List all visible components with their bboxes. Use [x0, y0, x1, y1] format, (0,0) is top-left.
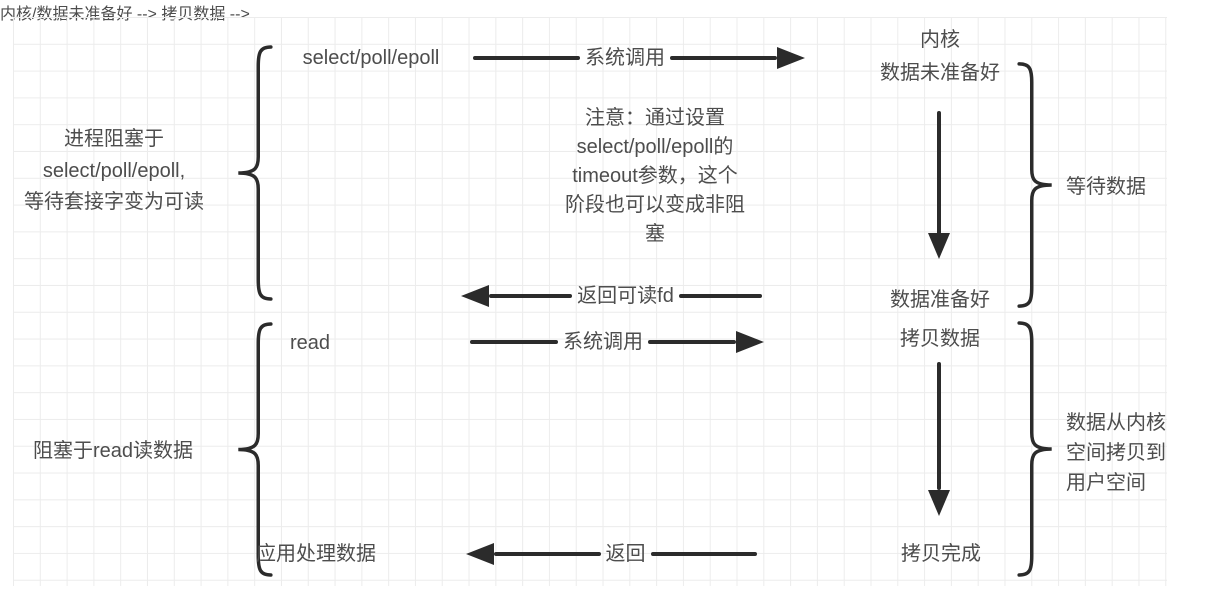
arrow-syscall-top: 系统调用: [473, 47, 805, 69]
node-kernel-line1: 内核: [920, 29, 960, 51]
arrowhead-down-icon: [928, 233, 950, 259]
label-select-poll-epoll: select/poll/epoll: [302, 47, 440, 69]
label-copy-line2: 空间拷贝到: [1066, 442, 1166, 464]
brace-left-top: [232, 44, 274, 302]
label-copy-line1: 数据从内核: [1066, 412, 1166, 434]
arrow-line: [473, 56, 580, 60]
node-copy-done: 拷贝完成: [901, 543, 981, 565]
brace-left-bottom: [232, 321, 274, 578]
arrow-label-return-fd: 返回可读fd: [577, 285, 674, 307]
arrowhead-right-icon: [777, 47, 805, 69]
arrowhead-left-icon: [466, 543, 494, 565]
label-wait-data: 等待数据: [1066, 176, 1146, 198]
label-process-blocked: 进程阻塞于 select/poll/epoll, 等待套接字变为可读: [8, 124, 220, 219]
arrow-line: [678, 294, 762, 298]
arrow-line: [494, 552, 601, 556]
label-blocked-on-read: 阻塞于read读数据: [32, 440, 194, 462]
note-line2: select/poll/epoll的: [576, 136, 734, 158]
arrow-line: [648, 340, 736, 344]
note-line4: 阶段也可以变成非阻: [565, 194, 745, 216]
label-process-blocked-line2: select/poll/epoll,: [42, 159, 186, 182]
arrow-return-fd: 返回可读fd: [461, 285, 762, 307]
label-process-blocked-line3: 等待套接字变为可读: [24, 191, 204, 213]
note-line3: timeout参数，这个: [572, 165, 738, 187]
brace-right-top: [1016, 61, 1058, 309]
arrow-label-syscall-top: 系统调用: [585, 47, 665, 69]
node-data-ready: 数据准备好: [890, 289, 990, 311]
arrow-label-syscall-bottom: 系统调用: [563, 331, 643, 353]
label-copy-kernel-to-user: 数据从内核 空间拷贝到 用户空间: [1066, 408, 1206, 498]
node-app-process: 应用处理数据: [256, 543, 376, 565]
arrow-line: [650, 552, 757, 556]
node-copy-data: 拷贝数据: [900, 328, 980, 350]
label-read: read: [289, 332, 331, 354]
arrow-label-return: 返回: [605, 543, 646, 565]
arrow-line: [670, 56, 777, 60]
node-kernel-line2: 数据未准备好: [880, 62, 1000, 84]
node-kernel-not-ready: 内核 数据未准备好: [858, 24, 1022, 90]
grid-background: [13, 17, 1167, 586]
arrow-line: [489, 294, 573, 298]
note-timeout: 注意：通过设置 select/poll/epoll的 timeout参数，这个 …: [553, 104, 757, 249]
arrow-return: 返回: [466, 543, 757, 565]
arrow-wait-data-line: [937, 111, 941, 235]
arrowhead-right-icon: [736, 331, 764, 353]
arrowhead-down-icon: [928, 490, 950, 516]
note-line1: 注意：通过设置: [585, 107, 725, 129]
brace-right-bottom: [1016, 320, 1058, 578]
arrow-syscall-bottom: 系统调用: [470, 331, 764, 353]
arrowhead-left-icon: [461, 285, 489, 307]
note-line5: 塞: [645, 223, 665, 245]
label-copy-line3: 用户空间: [1066, 472, 1146, 494]
arrow-copy-line: [937, 362, 941, 490]
arrow-line: [470, 340, 558, 344]
label-process-blocked-line1: 进程阻塞于: [64, 128, 164, 150]
